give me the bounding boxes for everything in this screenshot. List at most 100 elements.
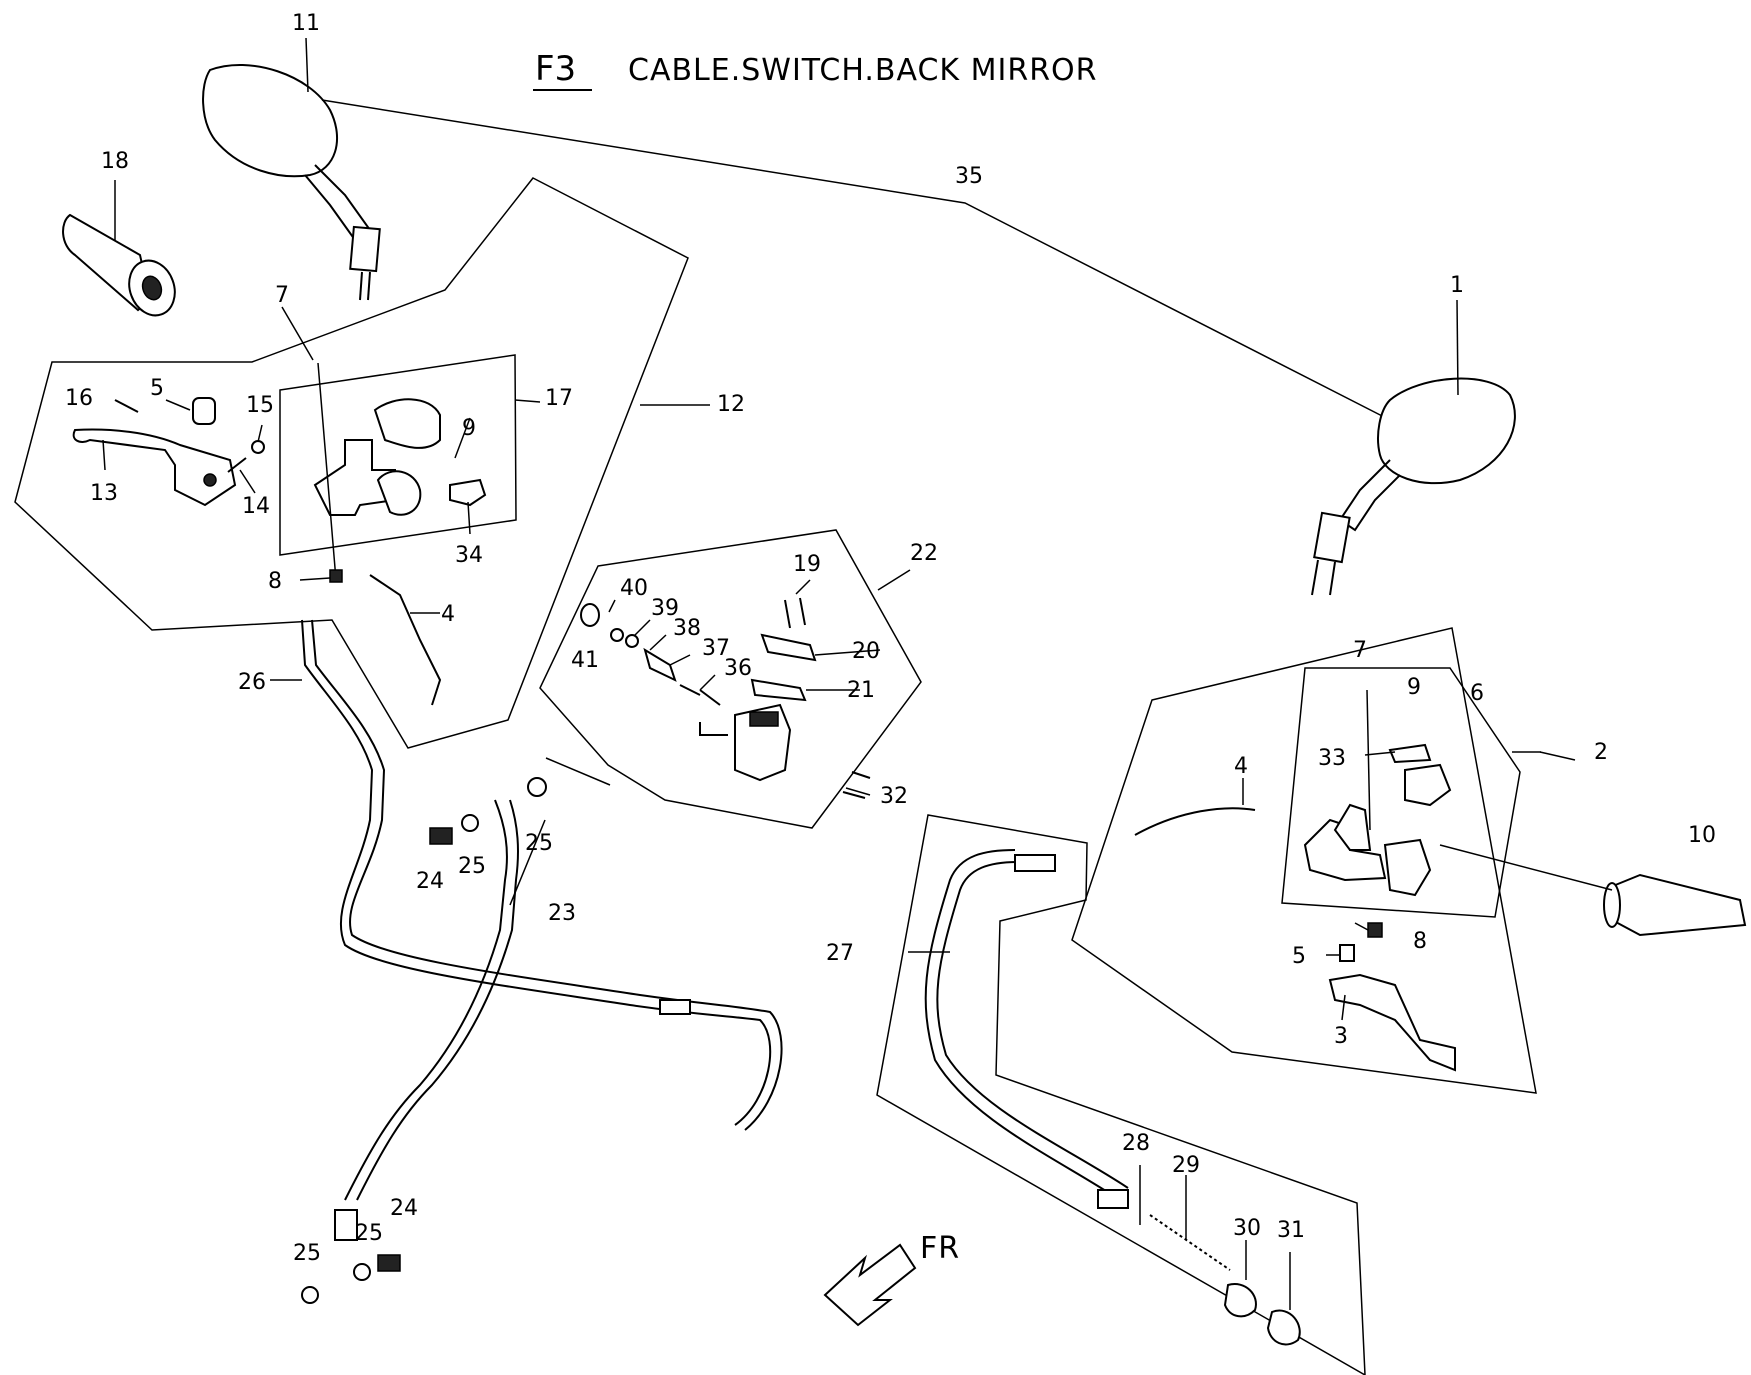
callout-21: 21: [847, 678, 875, 703]
callout-32: 32: [880, 784, 908, 809]
direction-label: FR: [920, 1231, 960, 1266]
cable-27-outline: [876, 814, 1366, 1375]
callout-38: 38: [673, 616, 701, 641]
title-code: F3: [535, 49, 576, 89]
wire-4-right: [1134, 807, 1256, 836]
wire-4-left: [369, 574, 442, 706]
callout-16: 16: [65, 386, 93, 411]
callout-24-b: 24: [390, 1196, 418, 1221]
right-switch-housing: [1303, 743, 1452, 897]
callout-14: 14: [242, 494, 270, 519]
brake-hose: [344, 799, 508, 1201]
callout-2: 2: [1594, 740, 1608, 765]
callout-1: 1: [1450, 273, 1464, 298]
callout-5-left: 5: [150, 376, 164, 401]
callout-9-left: 9: [462, 416, 476, 441]
switch-box-17: [279, 354, 517, 556]
screw-16: [114, 399, 139, 413]
left-grip: [62, 213, 176, 317]
callout-25-a: 25: [525, 831, 553, 856]
cable-26-adjuster: [659, 999, 691, 1015]
hose-fitting-bottom: [334, 1209, 358, 1241]
left-mirror: [202, 63, 381, 301]
callout-34: 34: [455, 543, 483, 568]
callout-7-right: 7: [1353, 638, 1367, 663]
part-31: [1266, 1309, 1301, 1346]
callout-40: 40: [620, 576, 648, 601]
screw-32a: [851, 771, 871, 779]
right-lever: [1328, 973, 1456, 1072]
callout-15: 15: [246, 393, 274, 418]
cable-27: [924, 849, 1121, 1201]
left-switch-housing: [313, 398, 487, 516]
callout-5-right: 5: [1292, 944, 1306, 969]
leader-lines: [102, 37, 1576, 1310]
callout-6: 6: [1470, 681, 1484, 706]
callout-29: 29: [1172, 1153, 1200, 1178]
washer-25-top: [527, 777, 547, 797]
master-cylinder-outline: [539, 529, 922, 829]
callout-41: 41: [571, 648, 599, 673]
washer-25-mid: [461, 814, 479, 832]
nut-8-left: [329, 569, 343, 583]
callout-12: 12: [717, 392, 745, 417]
callout-33: 33: [1318, 746, 1346, 771]
ball-15: [251, 440, 265, 454]
adjuster-28: [1097, 1189, 1129, 1209]
callout-27: 27: [826, 941, 854, 966]
callout-39: 39: [651, 596, 679, 621]
screw-7-left: [317, 362, 337, 581]
callout-13: 13: [90, 481, 118, 506]
left-lever: [72, 428, 237, 507]
spring-29: [1149, 1214, 1231, 1271]
callout-25-b: 25: [458, 854, 486, 879]
title-text: CABLE.SWITCH.BACK MIRROR: [628, 53, 1098, 88]
callout-22: 22: [910, 541, 938, 566]
screw-7-right: [1366, 689, 1371, 831]
callout-25-d: 25: [293, 1241, 321, 1266]
callout-7-left: 7: [275, 283, 289, 308]
leader-10-assy: [1439, 844, 1613, 891]
callout-28: 28: [1122, 1131, 1150, 1156]
callout-8-left: 8: [268, 569, 282, 594]
callout-35: 35: [955, 164, 983, 189]
part-30: [1223, 1283, 1257, 1318]
part-5-right: [1339, 944, 1355, 962]
right-grip: [1603, 873, 1747, 937]
cable-27-end: [1014, 854, 1056, 872]
callout-17: 17: [545, 386, 573, 411]
right-mirror: [1311, 377, 1516, 596]
switch-box-6: [1281, 667, 1521, 918]
callout-20: 20: [852, 639, 880, 664]
diaphragm-21: [750, 678, 807, 702]
callout-24-a: 24: [416, 869, 444, 894]
callout-3: 3: [1334, 1024, 1348, 1049]
nut-8-right: [1367, 922, 1383, 938]
callouts: 11 35 1 18 7 12 17 16 5 15 9 13 14 34 8 …: [65, 11, 1716, 1266]
master-cylinder-parts: [580, 597, 817, 706]
callout-25-c: 25: [355, 1221, 383, 1246]
callout-4-left: 4: [441, 602, 455, 627]
screw-32b: [842, 791, 866, 799]
callout-26: 26: [238, 670, 266, 695]
leader-35: [321, 99, 1391, 421]
callout-4-right: 4: [1234, 754, 1248, 779]
callout-30: 30: [1233, 1216, 1261, 1241]
cap-20: [760, 633, 817, 662]
front-direction-arrow-icon: [823, 1243, 917, 1327]
callout-31: 31: [1277, 1218, 1305, 1243]
callout-18: 18: [101, 149, 129, 174]
callout-10: 10: [1688, 823, 1716, 848]
callout-8-right: 8: [1413, 929, 1427, 954]
master-cylinder: [699, 703, 792, 782]
cable-26: [301, 619, 772, 1126]
callout-19: 19: [793, 552, 821, 577]
washer-25-bottom-left: [301, 1286, 319, 1304]
callout-36: 36: [724, 656, 752, 681]
spring-14: [227, 457, 247, 473]
callout-9-right: 9: [1407, 675, 1421, 700]
left-switch-group-outline: [14, 177, 689, 749]
bolt-24-bottom: [377, 1254, 401, 1272]
callout-11: 11: [292, 11, 320, 36]
